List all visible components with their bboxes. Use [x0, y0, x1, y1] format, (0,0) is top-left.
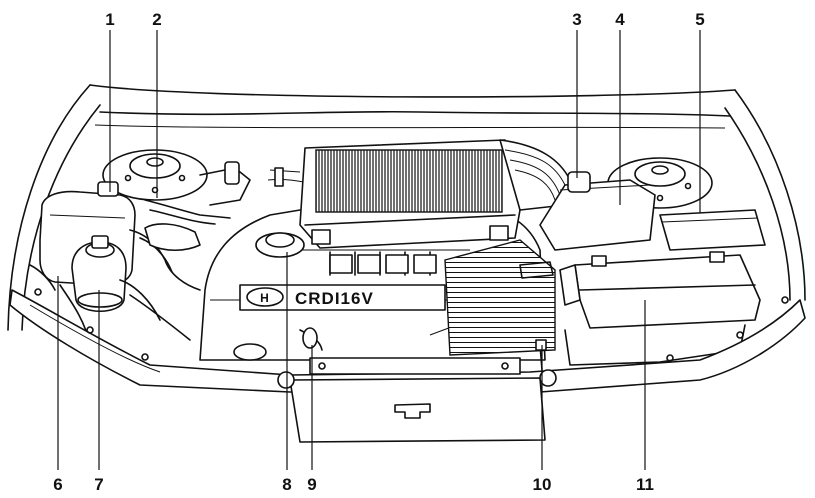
- callout-4: 4: [615, 10, 625, 29]
- radiator-support: [9, 288, 806, 443]
- callout-9: 9: [307, 475, 316, 494]
- callout-10: 10: [533, 475, 552, 494]
- callout-1: 1: [105, 10, 114, 29]
- emblem-text: CRDI16V: [295, 289, 374, 308]
- engine-cover-emblem: H CRDI16V: [246, 287, 374, 308]
- hoses-left: [29, 161, 331, 346]
- callout-11: 11: [636, 475, 654, 494]
- hyundai-logo: H: [260, 291, 270, 305]
- callout-7: 7: [94, 475, 103, 494]
- callout-numbers: 1 2 3 4 5 6 7 8 9 10 11: [53, 10, 704, 494]
- fuse-box: [659, 209, 766, 251]
- battery: [559, 251, 761, 366]
- callout-5: 5: [695, 10, 704, 29]
- leader-lines: [57, 30, 701, 470]
- power-steering-reservoir: [71, 235, 127, 312]
- callout-6: 6: [53, 475, 62, 494]
- callout-8: 8: [282, 475, 291, 494]
- callout-3: 3: [572, 10, 581, 29]
- intercooler: [299, 139, 521, 249]
- callout-2: 2: [152, 10, 161, 29]
- air-cleaner: [539, 171, 656, 251]
- left-strut-mount: [102, 149, 208, 201]
- timing-belt-cover: [444, 139, 571, 356]
